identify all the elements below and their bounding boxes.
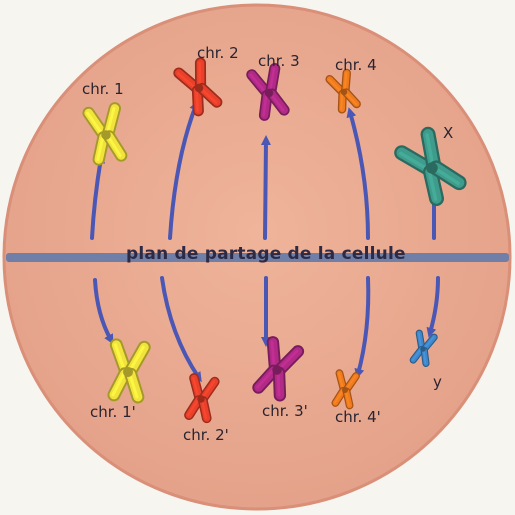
label-chrX: X [443, 126, 453, 141]
arrow-up-chr3 [265, 140, 266, 238]
label-chr4: chr. 4 [335, 58, 377, 73]
label-chr1: chr. 1 [82, 82, 124, 97]
label-chr3: chr. 3 [258, 54, 300, 69]
label-chr2: chr. 2 [197, 46, 239, 61]
label-chr1-prime: chr. 1' [90, 405, 136, 420]
label-chrY: y [433, 375, 442, 390]
label-chr2-prime: chr. 2' [183, 428, 229, 443]
division-plane-label: plan de partage de la cellule [126, 246, 406, 263]
label-chr3-prime: chr. 3' [262, 404, 308, 419]
label-chr4-prime: chr. 4' [335, 410, 381, 425]
